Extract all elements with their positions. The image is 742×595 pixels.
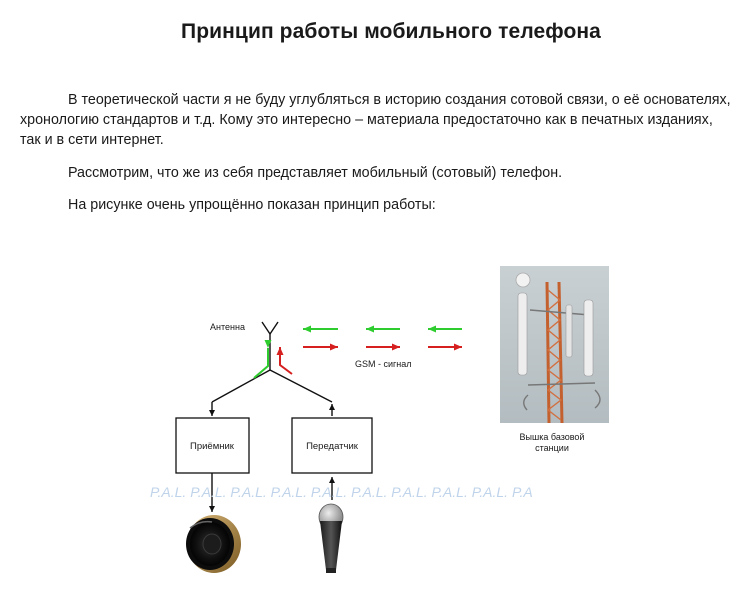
connection-lines	[209, 369, 335, 416]
tower-caption-line1: Вышка базовой	[520, 432, 585, 442]
speaker-icon	[186, 515, 241, 573]
microphone-icon	[318, 503, 344, 573]
watermark: P.A.L. P.A.L. P.A.L. P.A.L. P.A.L. P.A.L…	[150, 484, 533, 500]
page-title: Принцип работы мобильного телефона	[181, 20, 601, 43]
intro-paragraph: В теоретической части я не буду углублят…	[20, 92, 731, 148]
outgoing-signal-arrow	[276, 347, 293, 375]
cell-tower-photo	[500, 266, 609, 424]
antenna-icon	[261, 321, 279, 370]
figure-intro-paragraph: На рисунке очень упрощённо показан принц…	[68, 197, 436, 213]
receiver-label: Приёмник	[190, 441, 235, 452]
gsm-signal-label: GSM - сигнал	[355, 359, 412, 369]
antenna-label: Антенна	[210, 322, 245, 332]
receiver-block: Приёмник	[175, 417, 250, 474]
transmitter-label: Передатчик	[306, 441, 359, 452]
tower-caption-line2: станции	[535, 443, 569, 453]
transmitter-block: Передатчик	[291, 417, 373, 474]
consider-paragraph: Рассмотрим, что же из себя представляет …	[68, 165, 563, 181]
incoming-signal-arrow	[253, 340, 272, 379]
